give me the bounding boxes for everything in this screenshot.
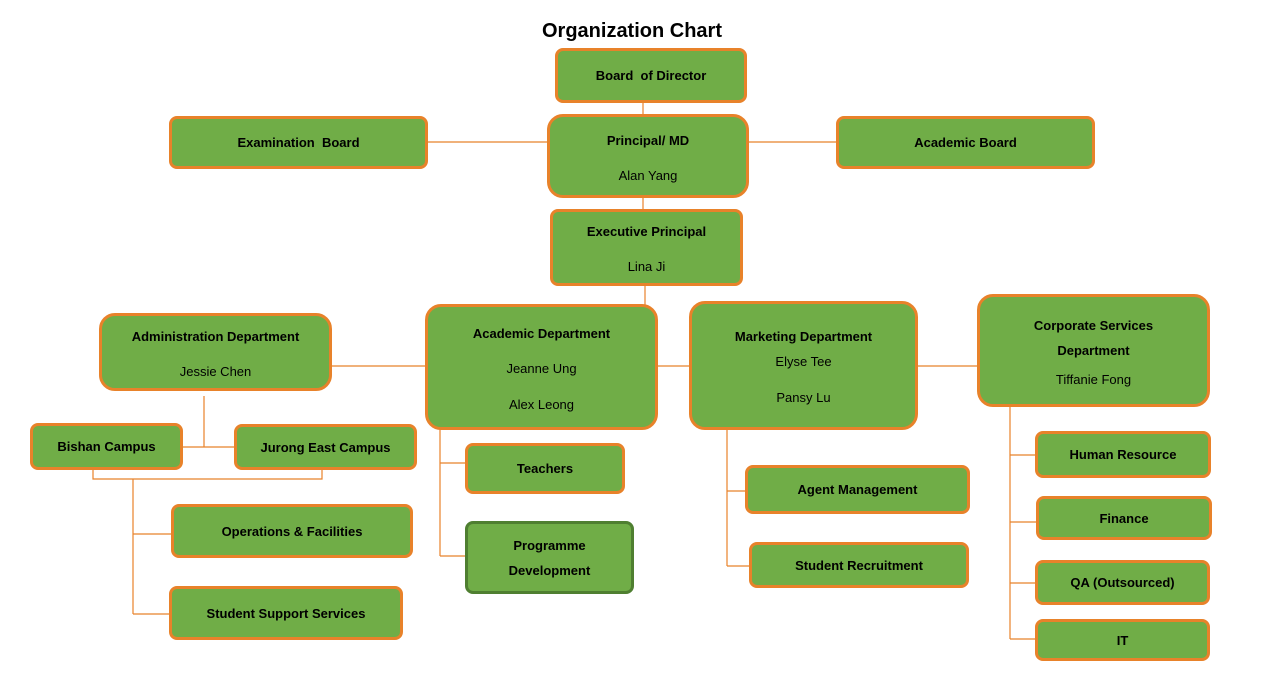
programme-development-box: Programme Development	[465, 521, 634, 594]
node-title: Examination Board	[237, 135, 360, 150]
node-title-line: Department	[1057, 342, 1130, 358]
academic-board-box: Academic Board	[836, 116, 1095, 169]
qa-outsourced-box: QA (Outsourced)	[1035, 560, 1210, 605]
it-box: IT	[1035, 619, 1210, 661]
chart-title: Organization Chart	[541, 20, 722, 42]
node-person: Jeanne Ung	[506, 360, 577, 376]
node-title-line: Programme	[513, 537, 586, 553]
node-title: Academic Board	[914, 135, 1017, 150]
node-title: Executive Principal	[586, 224, 707, 239]
node-title: Agent Management	[797, 482, 918, 497]
node-title: Academic Department	[472, 325, 611, 341]
node-title: Finance	[1099, 510, 1149, 526]
agent-management-box: Agent Management	[745, 465, 970, 514]
corporate-services-department-box: Corporate Services Department Tiffanie F…	[977, 294, 1210, 407]
student-recruitment-box: Student Recruitment	[749, 542, 969, 588]
node-title-line: Development	[508, 562, 591, 578]
board-of-director-box: Board of Director	[555, 48, 747, 103]
executive-principal-box: Executive Principal Lina Ji	[550, 209, 743, 286]
node-person: Elyse Tee	[775, 354, 832, 369]
student-support-services-box: Student Support Services	[169, 586, 403, 640]
bishan-campus-box: Bishan Campus	[30, 423, 183, 470]
node-title: Student Support Services	[206, 605, 366, 621]
marketing-department-box: Marketing Department Elyse Tee Pansy Lu	[689, 301, 918, 430]
node-title: Operations & Facilities	[221, 523, 363, 539]
node-title: Administration Department	[131, 328, 300, 344]
node-title-line: Corporate Services	[1033, 317, 1154, 333]
node-person: Jessie Chen	[179, 363, 252, 379]
node-title: Human Resource	[1069, 447, 1177, 462]
principal-box: Principal/ MD Alan Yang	[547, 114, 749, 198]
node-person: Alan Yang	[618, 167, 678, 183]
node-title: Principal/ MD	[606, 132, 690, 148]
node-person: Tiffanie Fong	[1055, 371, 1132, 387]
node-person: Lina Ji	[627, 259, 666, 274]
academic-department-box: Academic Department Jeanne Ung Alex Leon…	[425, 304, 658, 430]
node-title: IT	[1116, 632, 1129, 648]
node-person: Pansy Lu	[776, 390, 831, 405]
human-resource-box: Human Resource	[1035, 431, 1211, 478]
node-title: Board of Director	[595, 68, 707, 83]
node-title: Marketing Department	[734, 329, 873, 344]
node-title: Teachers	[516, 461, 574, 476]
node-title: Student Recruitment	[795, 557, 923, 573]
administration-department-box: Administration Department Jessie Chen	[99, 313, 332, 391]
finance-box: Finance	[1036, 496, 1212, 540]
node-title: QA (Outsourced)	[1070, 575, 1175, 590]
jurong-east-campus-box: Jurong East Campus	[234, 424, 417, 470]
examination-board-box: Examination Board	[169, 116, 428, 169]
operations-facilities-box: Operations & Facilities	[171, 504, 413, 558]
teachers-box: Teachers	[465, 443, 625, 494]
node-person: Alex Leong	[508, 396, 575, 412]
node-title: Jurong East Campus	[260, 439, 391, 455]
node-title: Bishan Campus	[57, 439, 156, 454]
